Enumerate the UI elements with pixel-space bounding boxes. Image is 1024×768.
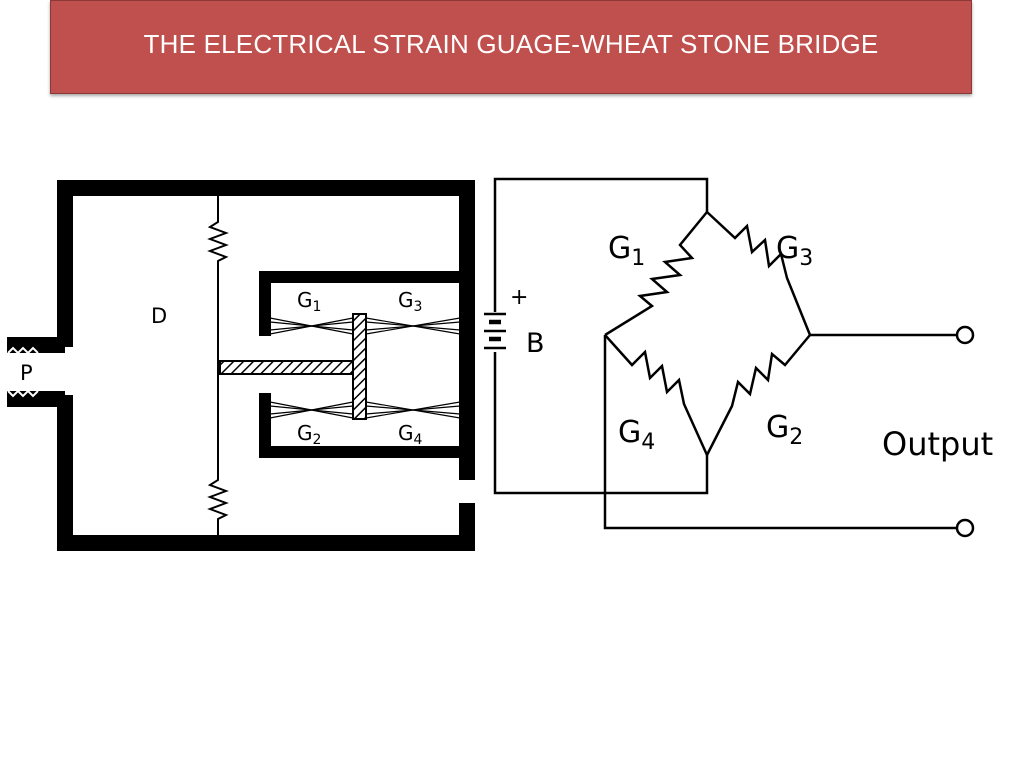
output-label: Output: [882, 425, 993, 463]
diaphragm-label: D: [151, 304, 167, 328]
pressure-port: [7, 337, 65, 407]
gauge-label-g4: G4: [398, 421, 423, 448]
gauge-frame: [259, 271, 467, 458]
bridge-label-g2: G2: [766, 410, 803, 450]
battery: + B: [484, 177, 709, 495]
lower-gauge-wires: [269, 401, 461, 419]
push-rod: [219, 360, 357, 375]
bridge-label-g3: G3: [776, 231, 813, 271]
gauge-label-g3: G3: [398, 288, 422, 315]
battery-plus-label: +: [510, 285, 528, 310]
upper-gauge-wires: [269, 317, 461, 335]
bridge-resistor-g2: [705, 334, 811, 456]
battery-wire: [493, 177, 709, 495]
pressure-label: P: [20, 361, 33, 385]
transducer: P D: [7, 180, 475, 551]
diaphragm: [207, 196, 229, 535]
output-terminal-top: [955, 325, 975, 345]
wheatstone-bridge: [603, 211, 975, 538]
armature: [352, 313, 367, 420]
bridge-label-g4: G4: [618, 415, 655, 455]
output-terminal-bottom: [955, 518, 975, 538]
bridge-resistor-g1: [604, 211, 708, 337]
bridge-resistor-g4: [604, 334, 709, 456]
housing-outer-wall: [57, 180, 475, 551]
output-lead-bottom: [603, 335, 957, 530]
title-banner: THE ELECTRICAL STRAIN GUAGE-WHEAT STONE …: [50, 0, 972, 94]
battery-label: B: [526, 328, 545, 359]
gauge-label-g2: G2: [297, 421, 321, 448]
battery-cells-icon: [484, 312, 506, 350]
bridge-resistor-g3: [706, 211, 812, 336]
gauge-label-g1: G1: [297, 288, 321, 315]
slide-title: THE ELECTRICAL STRAIN GUAGE-WHEAT STONE …: [143, 28, 879, 59]
bridge-label-g1: G1: [608, 231, 645, 271]
